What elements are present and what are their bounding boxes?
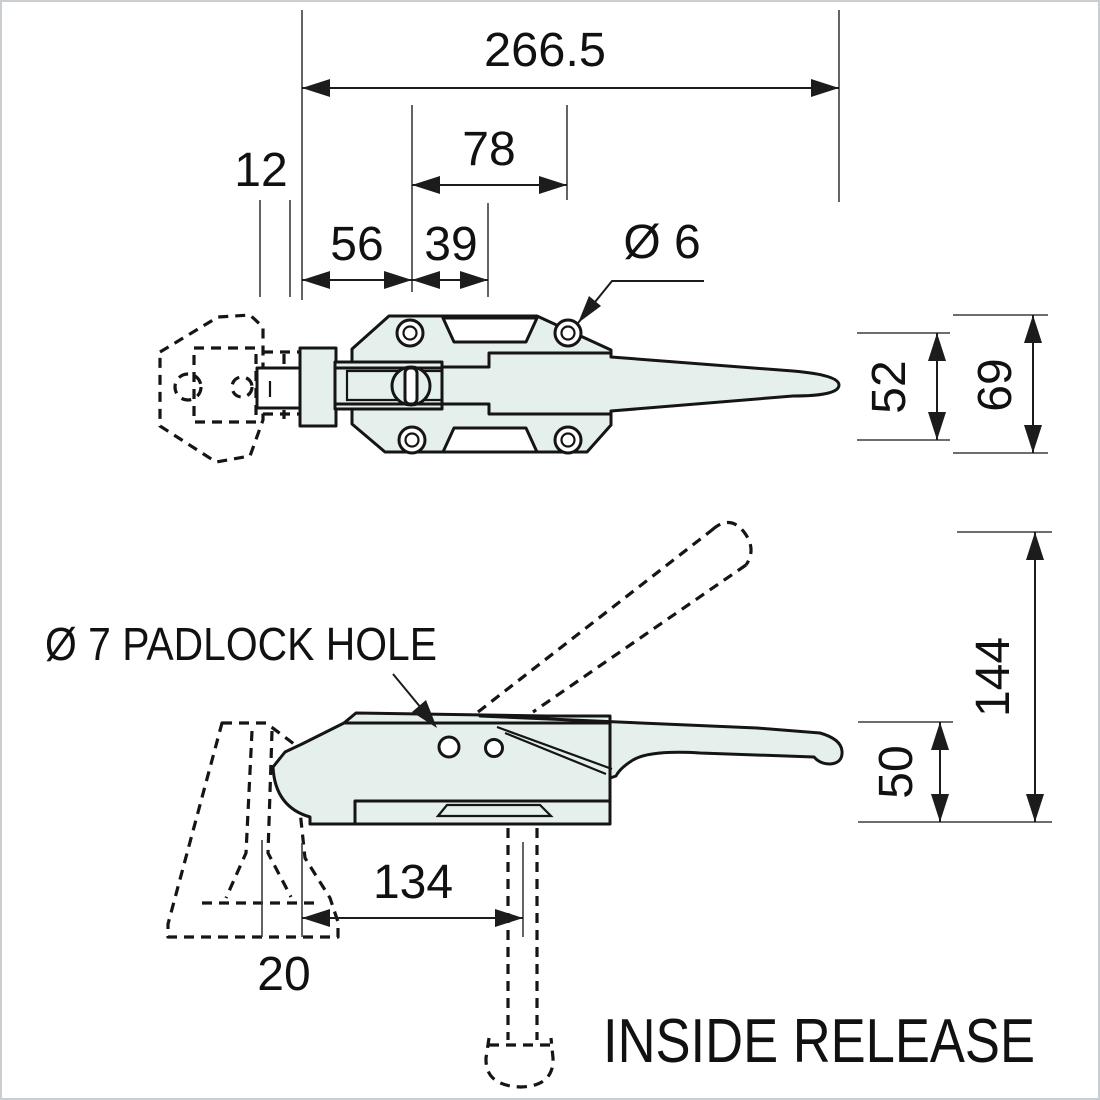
latch-bolt-shaft (255, 366, 304, 410)
dim-overall-width: 69 (953, 314, 1048, 454)
callout-padlock-hole: Ø 7 PADLOCK HOLE (45, 618, 437, 728)
mount-plate-top-view (298, 346, 338, 428)
screw-top-left (395, 318, 425, 348)
dim-handle-span: 78 (411, 105, 568, 292)
dim-plate-span: 56 (302, 218, 412, 289)
housing-top-recess (441, 316, 539, 344)
dim-label-rod-offset: 134 (373, 856, 453, 909)
dim-label-keeper-offset: 20 (257, 948, 310, 1001)
dim-label-knob-span: 39 (424, 218, 477, 271)
dim-screw-hole-dia: Ø 6 (577, 216, 704, 324)
lever-pivot-lines (496, 725, 613, 776)
dim-knob-span: 39 (412, 203, 489, 297)
inside-release-rod-hidden (484, 828, 555, 1089)
screw-bottom-right (553, 425, 583, 455)
dim-label-shaft-width: 12 (234, 144, 287, 197)
top-view: 266.5 78 12 56 39 (158, 10, 1048, 464)
bottom-recess-trapezoid (435, 803, 554, 818)
dim-label-overall-length: 266.5 (484, 24, 606, 77)
dim-shaft-width: 12 (234, 144, 291, 297)
keeper-hidden-outline-top (158, 313, 302, 464)
dim-label-body-height: 50 (870, 745, 923, 798)
housing-bottom-recess (441, 426, 539, 454)
body-bottom-step (353, 799, 612, 826)
lock-knob-slot (403, 366, 419, 406)
padlock-hole-label: Ø 7 PADLOCK HOLE (45, 618, 437, 670)
inside-release-label: INSIDE RELEASE (603, 1007, 1035, 1076)
screw-bottom-left (397, 425, 427, 455)
dim-keeper-offset: 20 (257, 840, 311, 1001)
handle-top-view (440, 351, 841, 416)
bolt-bar-edges (334, 366, 444, 406)
dim-open-handle-height: 144 (858, 531, 1052, 823)
screw-top-right (553, 318, 583, 348)
dim-label-body-width: 52 (863, 360, 916, 413)
handle-open-position-hidden (477, 520, 753, 714)
dim-label-overall-width: 69 (969, 358, 1022, 411)
dim-label-plate-span: 56 (330, 218, 383, 271)
padlock-hole (437, 735, 461, 759)
side-view: Ø 7 PADLOCK HOLE 144 50 134 (45, 520, 1052, 1089)
dim-label-screw-hole-dia: Ø 6 (623, 216, 700, 269)
dim-rod-offset: 134 (301, 842, 524, 937)
handle-side-view (478, 714, 844, 780)
dim-label-open-handle-height: 144 (967, 637, 1020, 717)
dim-label-handle-span: 78 (462, 123, 515, 176)
dim-body-width: 52 (857, 332, 950, 441)
dim-body-height: 50 (858, 721, 953, 822)
dim-overall-length: 266.5 (301, 10, 840, 300)
bolt-channel-inner-line (345, 369, 442, 402)
second-hole (484, 738, 504, 758)
latch-body-side-view (271, 721, 612, 826)
